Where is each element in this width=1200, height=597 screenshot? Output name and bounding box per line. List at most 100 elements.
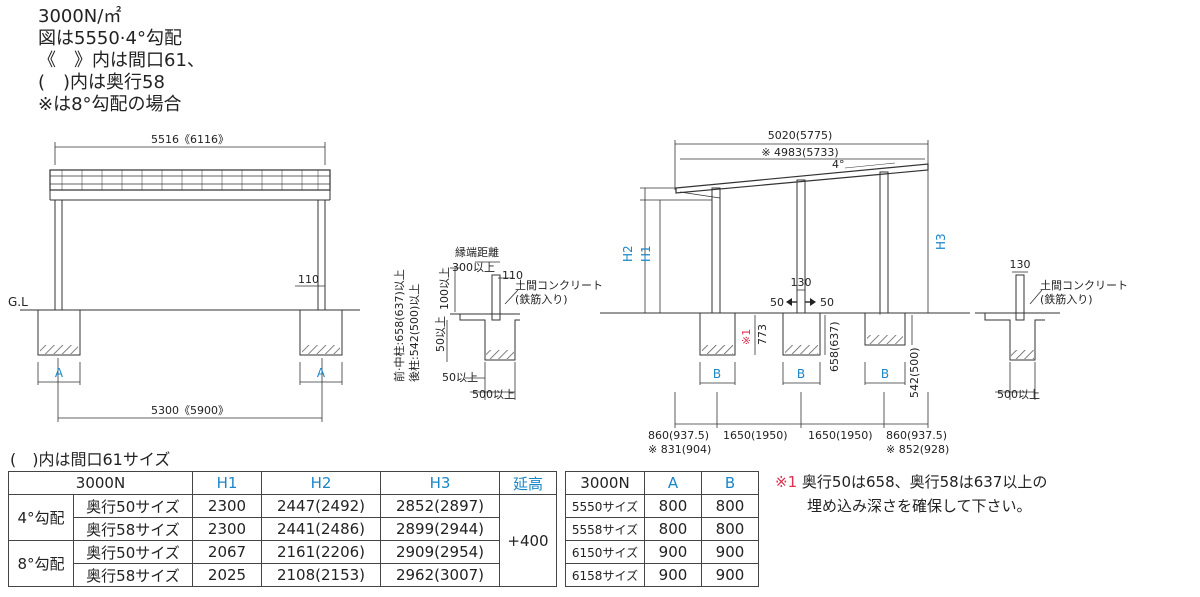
cell-a: 800 xyxy=(644,494,702,518)
header-cell: 3000N xyxy=(8,471,193,495)
section-view xyxy=(446,261,520,400)
row-label: 奥行58サイズ xyxy=(72,563,194,587)
detail-min-500: 500以上 xyxy=(997,388,1040,401)
side-foundation-b-3: B xyxy=(881,367,889,381)
cell-h3: 2852(2897) xyxy=(380,494,500,518)
cell-h3: 2899(2944) xyxy=(380,517,500,541)
table-row: 5558サイズ 800 800 xyxy=(565,517,759,541)
cell-h2: 2108(2153) xyxy=(261,563,381,587)
side-offset-left: 50 xyxy=(770,296,784,309)
side-dim-star-left: ※ 831(904) xyxy=(648,443,711,456)
cell-h2: 2441(2486) xyxy=(261,517,381,541)
side-depth-star: ※ 4983(5733) xyxy=(761,146,838,159)
section-min-300: 300以上 xyxy=(452,261,495,274)
cell-a: 800 xyxy=(644,517,702,541)
header-cell: A xyxy=(644,471,702,495)
table-header-row: 3000N H1 H2 H3 延高 xyxy=(8,471,557,495)
side-h1-label: H1 xyxy=(639,245,653,262)
footnote-mark: ※1 xyxy=(775,473,798,491)
header-cell: H1 xyxy=(192,471,262,495)
front-foundation-a-right: A xyxy=(317,366,326,380)
size-label: 5550サイズ xyxy=(565,494,645,518)
section-min-50-h: 50以上 xyxy=(442,371,478,384)
side-embed-542: 542(500) xyxy=(908,347,921,398)
table-row: 8°勾配 奥行50サイズ 2067 2161(2206) 2909(2954) xyxy=(8,540,557,587)
side-dim-3: 1650(1950) xyxy=(808,429,873,442)
row-label: 奥行50サイズ xyxy=(72,540,194,564)
side-dim-4: 860(937.5) xyxy=(886,429,947,442)
section-vertical-note-1: 前·中柱:658(637)以上 xyxy=(392,269,406,382)
cell-b: 900 xyxy=(701,540,759,564)
side-embed-773: 773 xyxy=(756,324,769,345)
size-label: 5558サイズ xyxy=(565,517,645,541)
section-min-500: 500以上 xyxy=(472,388,515,401)
table-row: 6158サイズ 900 900 xyxy=(565,563,759,587)
side-dim-1: 860(937.5) xyxy=(648,429,709,442)
cell-h2: 2161(2206) xyxy=(261,540,381,564)
cell-b: 900 xyxy=(701,563,759,587)
side-h3-label: H3 xyxy=(934,233,948,250)
section-post-110: 110 xyxy=(502,269,523,282)
cell-a: 900 xyxy=(644,540,702,564)
side-star1-mark: ※1 xyxy=(740,329,753,345)
footnote-line-1: 奥行50は658、奥行58は637以上の xyxy=(801,473,1048,491)
header-cell: 延高 xyxy=(499,471,557,495)
side-angle: 4° xyxy=(832,158,845,171)
section-vertical-note-2: 後柱:542(500)以上 xyxy=(407,284,421,382)
side-h2-label: H2 xyxy=(621,245,635,262)
ground-label: G.L xyxy=(8,295,28,309)
load-rating: 3000N/㎡ xyxy=(38,6,122,27)
footnote: ※1 奥行50は658、奥行58は637以上の 埋め込み深さを確保して下さい。 xyxy=(775,470,1047,518)
side-view xyxy=(600,140,970,428)
group-label: 8°勾配 xyxy=(8,540,74,587)
cell-h1: 2300 xyxy=(192,494,262,518)
side-dim-2: 1650(1950) xyxy=(723,429,788,442)
detail-slab-label-1: 土間コンクリート xyxy=(1040,279,1128,292)
table-row: 6150サイズ 900 900 xyxy=(565,540,759,564)
cell-h1: 2300 xyxy=(192,517,262,541)
footnote-line-2: 埋め込み深さを確保して下さい。 xyxy=(807,497,1032,515)
side-depth-top: 5020(5775) xyxy=(768,129,833,142)
front-width-top: 5516《6116》 xyxy=(151,133,229,146)
header-cell: B xyxy=(701,471,759,495)
table-caption: ( )内は間口61サイズ xyxy=(10,450,171,469)
row-label: 奥行58サイズ xyxy=(72,517,194,541)
side-post-130: 130 xyxy=(791,276,812,289)
detail-view xyxy=(975,271,1060,400)
table-row: 奥行58サイズ 2300 2441(2486) 2899(2944) xyxy=(9,517,557,541)
header-cell: H2 xyxy=(261,471,381,495)
front-post-110: 110 xyxy=(298,273,319,286)
cell-h1: 2067 xyxy=(192,540,262,564)
detail-post-130: 130 xyxy=(1010,258,1031,271)
side-foundation-b-2: B xyxy=(797,367,805,381)
header-cell: 3000N xyxy=(565,471,645,495)
cell-h2: 2447(2492) xyxy=(261,494,381,518)
height-table: 3000N H1 H2 H3 延高 4°勾配 奥行50サイズ 2300 2447… xyxy=(8,471,557,587)
side-embed-658: 658(637) xyxy=(828,321,841,372)
front-span-bottom: 5300《5900》 xyxy=(151,404,229,417)
section-slab-label-1: 土間コンクリート xyxy=(515,279,603,292)
cell-a: 900 xyxy=(644,563,702,587)
header-cell: H3 xyxy=(380,471,500,495)
table-row: 4°勾配 奥行50サイズ 2300 2447(2492) 2852(2897) … xyxy=(8,494,557,587)
table-header-row: 3000N A B xyxy=(565,471,759,495)
technical-drawing: 5516《6116》 G.L 110 A A 5300《5900》 前·中柱:6… xyxy=(8,129,1128,456)
front-foundation-a-left: A xyxy=(55,366,64,380)
side-offset-right: 50 xyxy=(820,296,834,309)
table-row: 奥行58サイズ 2025 2108(2153) 2962(3007) xyxy=(9,563,557,587)
note-star: ※は8°勾配の場合 xyxy=(38,94,182,115)
extension-cell: +400 xyxy=(499,494,557,587)
row-label: 奥行50サイズ xyxy=(72,494,194,518)
side-foundation-b-1: B xyxy=(713,367,721,381)
foundation-table: 3000N A B 5550サイズ 800 800 5558サイズ 800 80… xyxy=(565,471,759,587)
size-label: 6150サイズ xyxy=(565,540,645,564)
section-edge-distance: 縁端距離 xyxy=(455,245,499,259)
group-label: 4°勾配 xyxy=(8,494,74,541)
front-view xyxy=(20,142,360,422)
cell-h1: 2025 xyxy=(192,563,262,587)
side-dim-star-right: ※ 852(928) xyxy=(886,443,949,456)
note-double-bracket: 《 》内は間口61、 xyxy=(38,50,205,71)
table-row: 5550サイズ 800 800 xyxy=(565,494,759,518)
detail-slab-label-2: (鉄筋入り) xyxy=(1040,292,1093,306)
cell-h3: 2962(3007) xyxy=(380,563,500,587)
